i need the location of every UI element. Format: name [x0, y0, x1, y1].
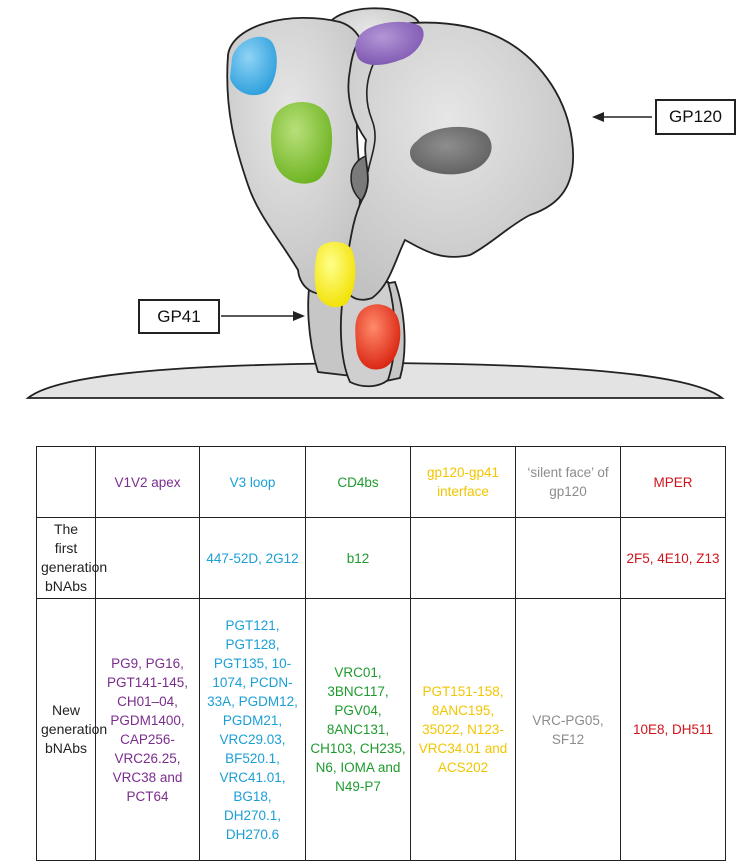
cd4bs-epitope: [271, 101, 333, 184]
cell-new-v1v2: PG9, PG16, PGT141-145, CH01–04, PGDM1400…: [95, 598, 200, 861]
env-trimer-diagram: [25, 7, 725, 399]
header-silent-face: ‘silent face’ of gp120: [515, 446, 621, 518]
cell-first-cd4bs: b12: [305, 517, 411, 599]
header-v3-loop: V3 loop: [199, 446, 306, 518]
bnab-table-container: V1V2 apex V3 loop CD4bs gp120-gp41 inter…: [36, 446, 726, 861]
mper-epitope: [355, 304, 401, 370]
header-cd4bs: CD4bs: [305, 446, 411, 518]
v3-loop-epitope: [230, 36, 277, 96]
bnab-table: V1V2 apex V3 loop CD4bs gp120-gp41 inter…: [36, 446, 726, 861]
gp120-gp41-interface-epitope: [314, 241, 356, 308]
header-mper: MPER: [620, 446, 726, 518]
cell-new-interface: PGT151-158, 8ANC195, 35022, N123-VRC34.0…: [410, 598, 516, 861]
cell-new-v3: PGT121, PGT128, PGT135, 10-1074, PCDN-33…: [199, 598, 306, 861]
cell-first-silent-face: [515, 517, 621, 599]
v1v2-apex-epitope: [355, 21, 424, 65]
cell-new-silent-face: VRC-PG05, SF12: [515, 598, 621, 861]
cell-first-v3: 447-52D, 2G12: [199, 517, 306, 599]
table-header-row: V1V2 apex V3 loop CD4bs gp120-gp41 inter…: [36, 446, 726, 518]
row-label-first-generation: The first generation bNAbs: [36, 517, 107, 599]
gp41-arrow: [221, 311, 305, 321]
cell-first-v1v2: [95, 517, 200, 599]
cell-first-interface: [410, 517, 516, 599]
cell-first-mper: 2F5, 4E10, Z13: [620, 517, 726, 599]
header-v1v2-apex: V1V2 apex: [95, 446, 200, 518]
row-label-new-generation: New generation bNAbs: [36, 598, 107, 861]
cell-new-cd4bs: VRC01, 3BNC117, PGV04, 8ANC131, CH103, C…: [305, 598, 411, 861]
gp120-callout: GP120: [655, 99, 736, 135]
table-corner-cell: [36, 446, 96, 518]
gp41-callout: GP41: [138, 299, 220, 334]
header-gp120-gp41-interface: gp120-gp41 interface: [410, 446, 516, 518]
silent-face-epitope: [410, 126, 492, 175]
table-row-first-generation: The first generation bNAbs 447-52D, 2G12…: [36, 517, 726, 599]
cell-new-mper: 10E8, DH511: [620, 598, 726, 861]
table-row-new-generation: New generation bNAbs PG9, PG16, PGT141-1…: [36, 598, 726, 861]
gp120-arrow: [592, 112, 652, 122]
